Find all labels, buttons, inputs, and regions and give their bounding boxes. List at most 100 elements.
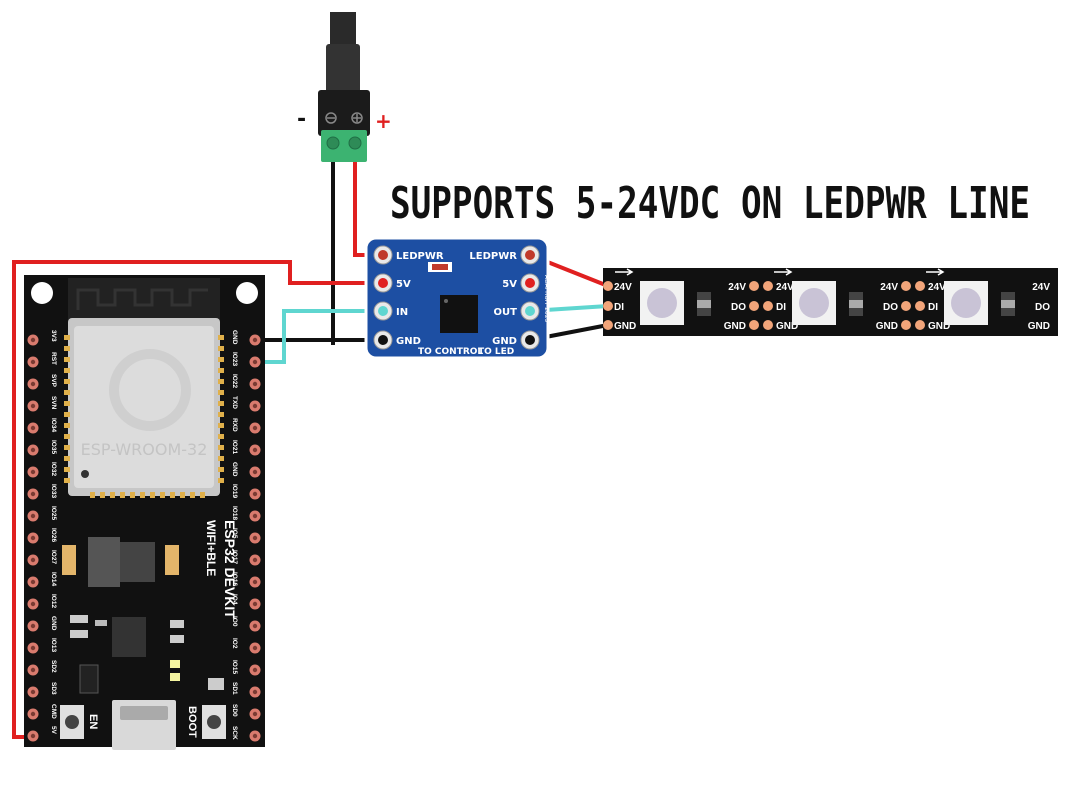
en-button-cap[interactable] bbox=[65, 715, 79, 729]
jack-minus-label: - bbox=[297, 107, 306, 132]
strip-label-right: DO bbox=[731, 302, 746, 313]
esp32-pin-label: IO35 bbox=[50, 440, 57, 454]
arrow-icon bbox=[774, 268, 793, 276]
strip-pad bbox=[749, 320, 759, 330]
boot-button-cap[interactable] bbox=[207, 715, 221, 729]
strip-label-right: 24V bbox=[728, 282, 746, 293]
ls-pin-right-label: OUT bbox=[494, 307, 518, 318]
strip-pad bbox=[763, 320, 773, 330]
esp32-pin-hole bbox=[30, 425, 36, 431]
esp32-title: ESP32 DEVKIT bbox=[222, 520, 238, 619]
strip-resistor-body bbox=[1001, 300, 1015, 308]
module-pad bbox=[140, 492, 145, 498]
strip-label-left: 24V bbox=[928, 282, 946, 293]
strip-pad bbox=[901, 281, 911, 291]
esp32-pin-label: IO12 bbox=[50, 594, 57, 608]
esp32-pin-hole bbox=[30, 733, 36, 739]
module-pad bbox=[64, 467, 70, 472]
ls-pin-left-hole bbox=[378, 250, 388, 260]
esp32-pin-label: IO21 bbox=[231, 440, 238, 454]
esp32-pin-label: IO2 bbox=[231, 638, 238, 649]
esp32-pin-hole bbox=[252, 535, 258, 541]
module-pad bbox=[64, 434, 70, 439]
esp32-pin-hole bbox=[252, 601, 258, 607]
esp32-pin-label: IO32 bbox=[50, 462, 57, 476]
esp32-pin-hole bbox=[30, 667, 36, 673]
strip-label-left: GND bbox=[776, 321, 798, 332]
module-pad bbox=[218, 412, 224, 417]
strip-pad bbox=[915, 281, 925, 291]
module-text: ESP-WROOM-32 bbox=[81, 440, 208, 459]
esp32-pin-hole bbox=[30, 601, 36, 607]
module-pad bbox=[180, 492, 185, 498]
module-pad bbox=[120, 492, 125, 498]
module-pad bbox=[218, 357, 224, 362]
module-pad bbox=[64, 423, 70, 428]
esp32-pin-hole bbox=[252, 667, 258, 673]
module-pad bbox=[190, 492, 195, 498]
esp32-pin-label: GND bbox=[231, 462, 238, 477]
esp32-pin-hole bbox=[252, 491, 258, 497]
strip-pad bbox=[603, 281, 613, 291]
esp32-pin-label: SCK bbox=[231, 726, 238, 740]
wire-data-in bbox=[255, 309, 383, 364]
strip-label-left: DI bbox=[614, 302, 624, 313]
module-pad bbox=[64, 390, 70, 395]
strip-pad bbox=[901, 301, 911, 311]
esp32-pin-label: IO5 bbox=[231, 528, 238, 539]
level-shifter-board: TO CONTROL TO LED ADAFRUIT 2025 LEDPWR5V… bbox=[364, 236, 550, 360]
esp32-pin-label: IO22 bbox=[231, 374, 238, 388]
esp32-pin-hole bbox=[252, 469, 258, 475]
esp32-pin-label: SVP bbox=[50, 374, 57, 388]
led-pixel-lens bbox=[647, 288, 677, 318]
esp32-pin-hole bbox=[30, 337, 36, 343]
strip-label-right: 24V bbox=[880, 282, 898, 293]
module-pad bbox=[218, 434, 224, 439]
module-pad bbox=[150, 492, 155, 498]
module-pad bbox=[64, 335, 70, 340]
esp32-pin-hole bbox=[252, 337, 258, 343]
esp32-pin-label: SD1 bbox=[231, 682, 238, 695]
esp32-pin-label: IO0 bbox=[231, 616, 238, 627]
strip-label-left: 24V bbox=[614, 282, 632, 293]
module-pad bbox=[64, 357, 70, 362]
ls-pin-left-hole bbox=[378, 278, 388, 288]
module-pad bbox=[64, 478, 70, 483]
ls-pin-right-hole bbox=[525, 278, 535, 288]
arrow-icon bbox=[615, 268, 634, 276]
strip-pad bbox=[749, 281, 759, 291]
strip-label-left: 24V bbox=[776, 282, 794, 293]
esp32-pin-label: 5V bbox=[50, 726, 57, 735]
esp32-pin-label: IO33 bbox=[50, 484, 57, 498]
esp32-pin-hole bbox=[30, 535, 36, 541]
esp32-pin-hole bbox=[252, 733, 258, 739]
esp32-pin-hole bbox=[252, 359, 258, 365]
strip-label-right: DO bbox=[883, 302, 898, 313]
en-button-label: EN bbox=[87, 714, 99, 729]
module-pad bbox=[130, 492, 135, 498]
esp32-pin-hole bbox=[30, 381, 36, 387]
module-pad bbox=[218, 478, 224, 483]
strip-resistor-body bbox=[849, 300, 863, 308]
esp32-pin-label: IO19 bbox=[231, 484, 238, 498]
headline-text: SUPPORTS 5-24VDC ON LEDPWR LINE bbox=[390, 178, 1030, 229]
esp32-pin-label: GND bbox=[231, 330, 238, 345]
esp32-pin-hole bbox=[30, 447, 36, 453]
module-pad bbox=[218, 456, 224, 461]
ls-pin-right-hole bbox=[525, 250, 535, 260]
esp32-pin-label: CMD bbox=[50, 704, 57, 719]
mounting-hole bbox=[31, 282, 53, 304]
esp32-pin-label: IO15 bbox=[231, 660, 238, 674]
esp32-pin-label: 3V3 bbox=[50, 330, 57, 342]
module-pad bbox=[200, 492, 205, 498]
wire-5v bbox=[12, 260, 383, 739]
module-pad bbox=[218, 401, 224, 406]
esp32-pin-label: IO34 bbox=[50, 418, 57, 432]
module-pad bbox=[64, 401, 70, 406]
esp32-pin-label: SD3 bbox=[50, 682, 57, 695]
module-pad bbox=[110, 492, 115, 498]
ls-bottom-text: TO CONTROL bbox=[418, 347, 483, 357]
strip-label-left: DI bbox=[928, 302, 938, 313]
module-pad bbox=[64, 379, 70, 384]
